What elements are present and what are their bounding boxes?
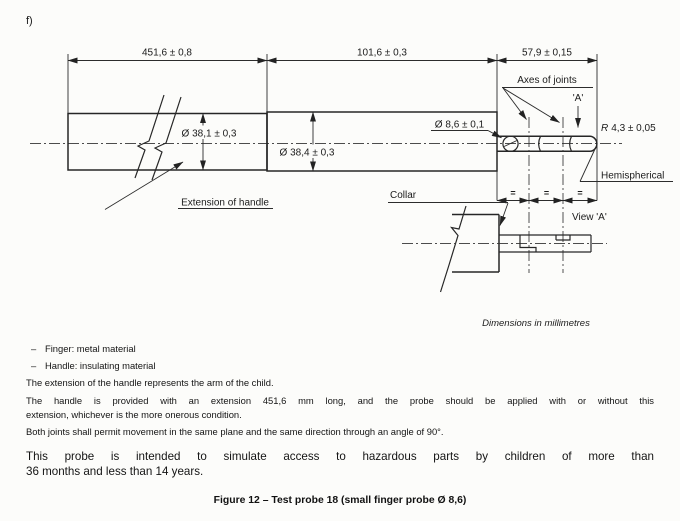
- paragraph-extension-condition: The handle is provided with an extension…: [26, 394, 654, 421]
- handle-outline: [266, 111, 498, 172]
- bullet-dash: –: [31, 359, 37, 371]
- break-marks: [134, 94, 182, 181]
- extension-of-handle-label: Extension of handle: [181, 198, 269, 209]
- paragraph-arm-of-child: The extension of the handle represents t…: [26, 376, 274, 388]
- dim-label-handle-length: 101,6 ± 0,3: [357, 48, 407, 59]
- dia-finger-callout: Ø 8,6 ± 0,1: [431, 120, 502, 139]
- view-a-marker: 'A': [573, 93, 584, 128]
- paragraph-line: extension, whichever is the more onerous…: [26, 408, 242, 420]
- dim-label-dia-finger: Ø 8,6 ± 0,1: [435, 120, 485, 131]
- joint-line-2: [569, 136, 573, 152]
- paragraph-probe-intent: This probe is intended to simulate acces…: [26, 449, 654, 479]
- side-view-joint-step-1: [519, 235, 537, 252]
- dia-handle-dimension: Ø 38,4 ± 0,3: [273, 111, 341, 172]
- equal-sign-3: =: [577, 188, 582, 198]
- hemispherical-label: Hemispherical: [601, 171, 664, 182]
- view-a-marker-label: 'A': [573, 93, 584, 104]
- dim-label-finger-length: 57,9 ± 0,15: [522, 48, 572, 59]
- tip-radius-value: 4,3 ± 0,05: [611, 123, 656, 134]
- collar-label: Collar: [390, 190, 417, 201]
- list-item-handle-material: –Handle: insulating material: [26, 359, 654, 373]
- item-label: f): [26, 15, 33, 27]
- paragraph-joints-movement: Both joints shall permit movement in the…: [26, 426, 444, 437]
- view-a-side-view: [499, 234, 592, 253]
- paragraph-line: This probe is intended to simulate acces…: [26, 450, 654, 463]
- technical-drawing: f) 451,6 ± 0,8 101,6 ± 0,3 57,9 ± 0,15: [26, 15, 673, 329]
- paragraph-line: The handle is provided with an extension…: [26, 395, 654, 406]
- axes-of-joints-callout: Axes of joints: [502, 75, 593, 123]
- equal-sign-2: =: [544, 188, 549, 198]
- dim-label-dia-handle: Ø 38,4 ± 0,3: [280, 148, 335, 159]
- collar-detail-sketch: [402, 205, 607, 293]
- side-view-joint-step-2: [555, 235, 571, 241]
- dia-extension-dimension: Ø 38,1 ± 0,3: [175, 113, 243, 171]
- collar-callout: Collar: [388, 190, 509, 226]
- joint-line-1: [538, 136, 542, 152]
- figure-caption: Figure 12 – Test probe 18 (small finger …: [213, 494, 467, 506]
- tip-radius-prefix: R: [601, 123, 608, 134]
- view-a-label: View 'A': [572, 212, 607, 223]
- finger-probe: [497, 135, 598, 153]
- dim-label-dia-extension: Ø 38,1 ± 0,3: [182, 129, 237, 140]
- bullet-dash: –: [31, 343, 37, 354]
- extension-of-handle-callout: Extension of handle: [104, 161, 273, 210]
- bullet-text: Finger: metal material: [45, 343, 136, 354]
- hemispherical-tip: [590, 135, 598, 153]
- dim-label-extension-length: 451,6 ± 0,8: [142, 48, 192, 59]
- top-dimension-chain: 451,6 ± 0,8 101,6 ± 0,3 57,9 ± 0,15: [67, 48, 598, 201]
- axes-of-joints-label: Axes of joints: [517, 75, 576, 86]
- handle-extension-outline: [67, 112, 268, 171]
- equal-spacing-dimension: = = =: [496, 188, 598, 204]
- list-item-finger-material: –Finger: metal material: [26, 342, 654, 356]
- dimensions-in-millimetres-note: Dimensions in millimetres: [482, 318, 590, 329]
- joint-pin-circle: [502, 135, 519, 152]
- bullet-text: Handle: insulating material: [45, 359, 156, 371]
- equal-sign-1: =: [510, 188, 515, 198]
- collar-break-line: [439, 205, 467, 293]
- hemispherical-callout: Hemispherical: [579, 148, 673, 182]
- paragraph-line: 36 months and less than 14 years.: [26, 465, 204, 479]
